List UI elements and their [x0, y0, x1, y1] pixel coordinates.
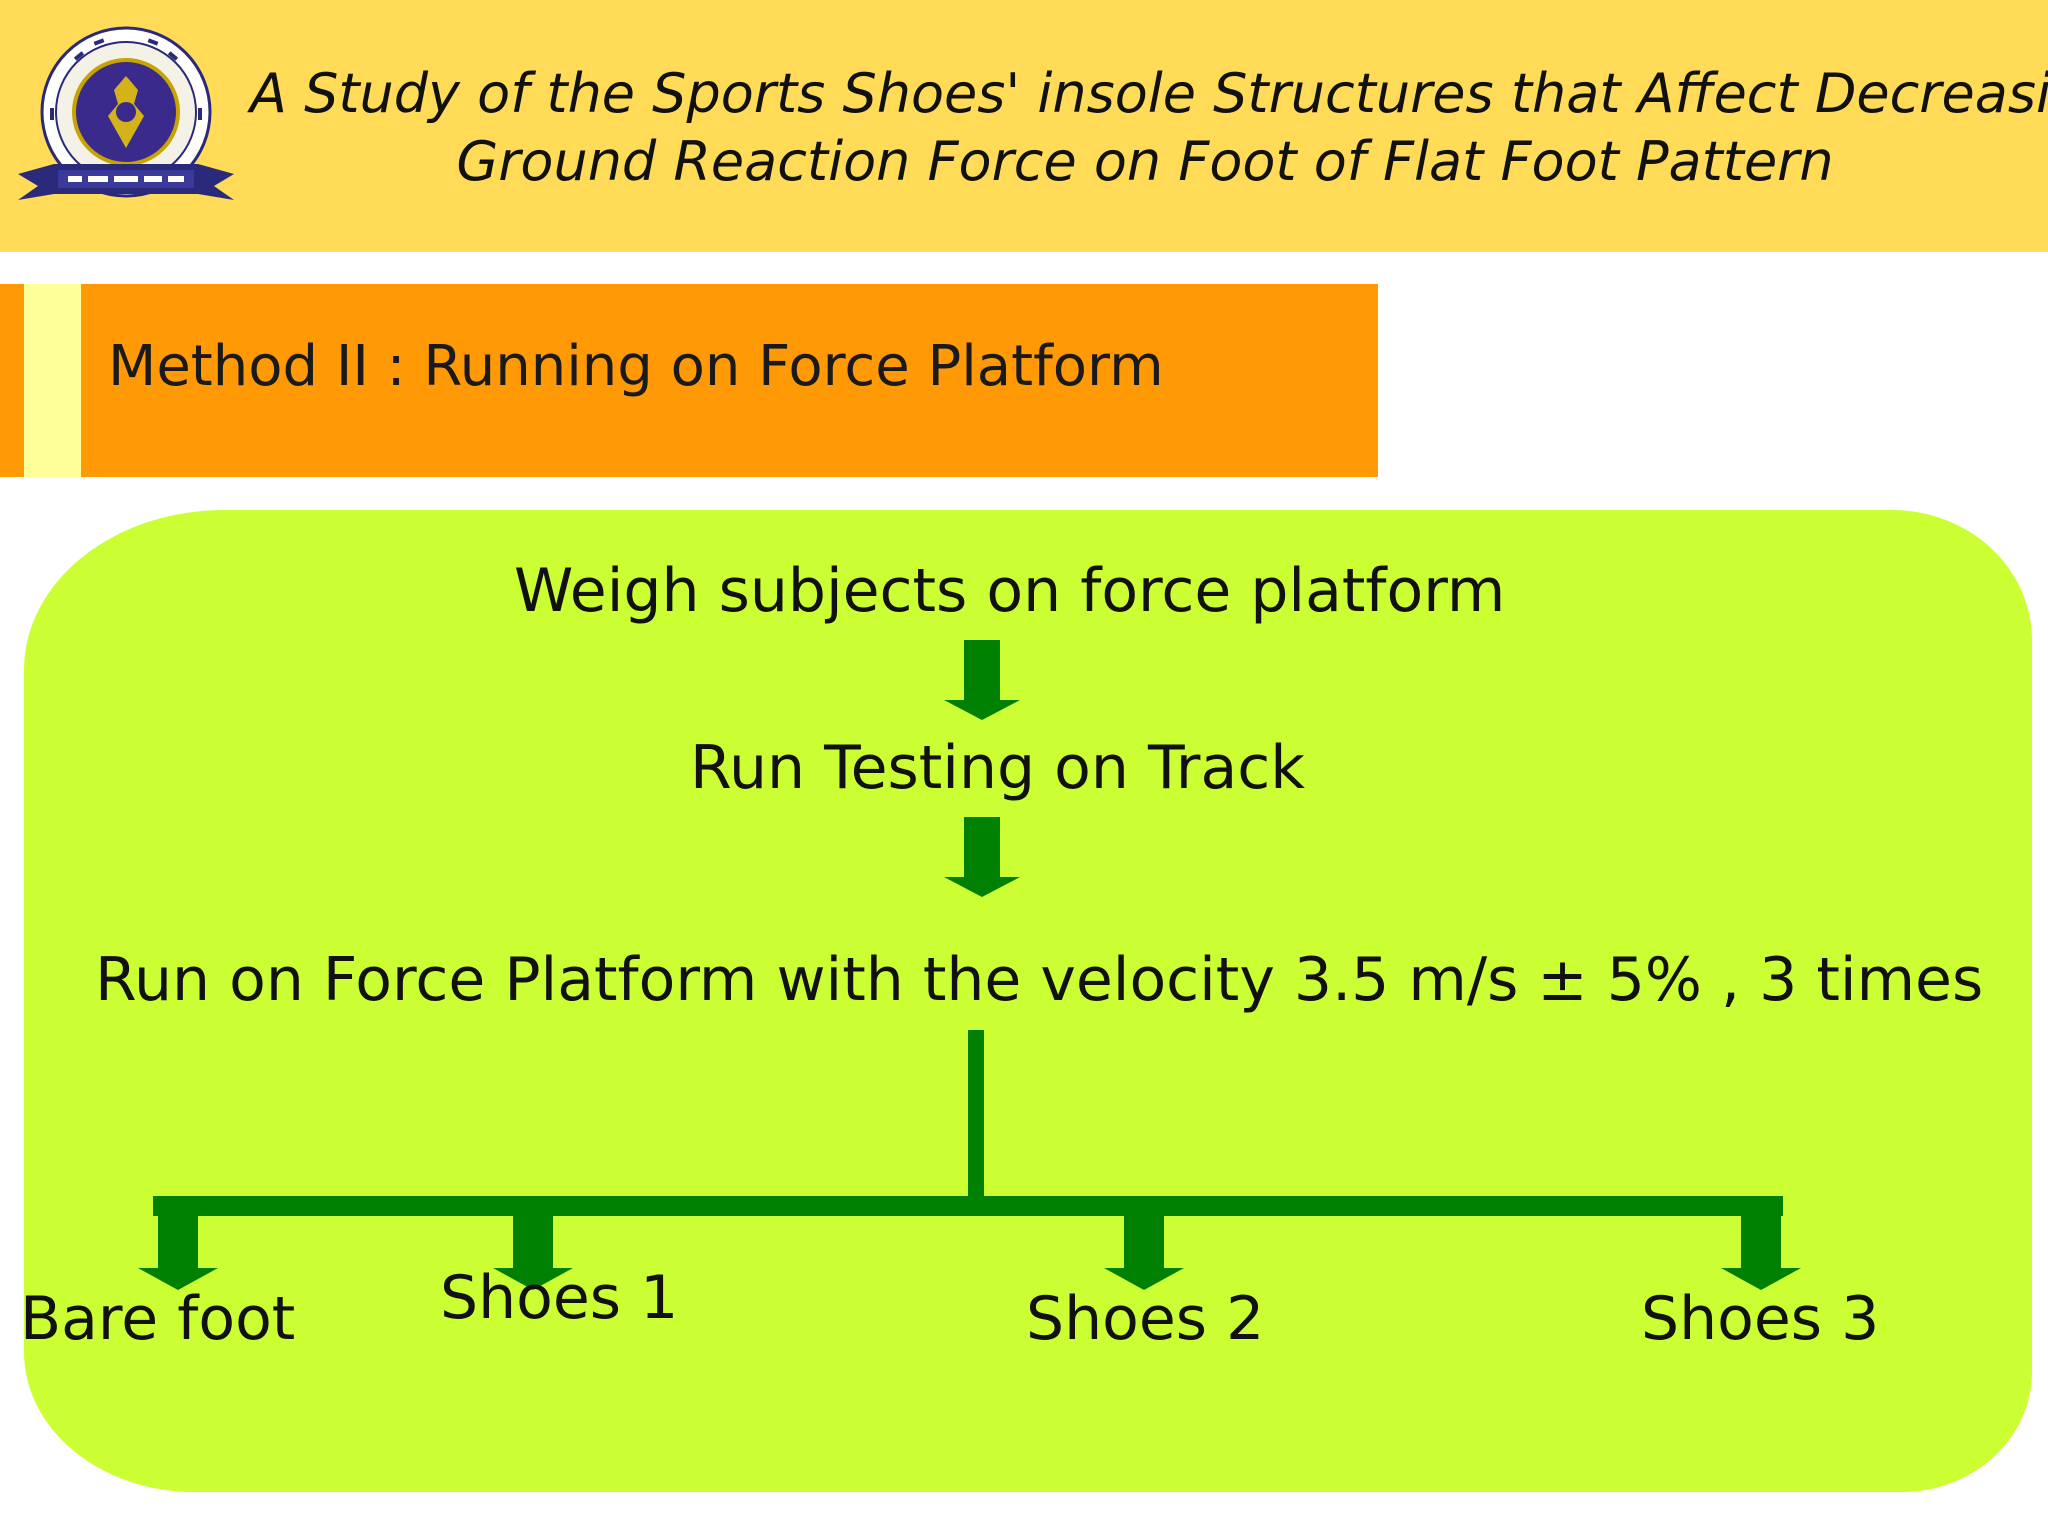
flow-step-weigh: Weigh subjects on force platform — [514, 556, 1506, 626]
section-title: Method II : Running on Force Platform — [108, 334, 1164, 399]
flow-step-run-testing: Run Testing on Track — [690, 733, 1305, 803]
flowchart-panel — [24, 510, 2032, 1492]
flow-step-run-platform: Run on Force Platform with the velocity … — [95, 945, 1984, 1015]
slide-title-line-1: A Study of the Sports Shoes' insole Stru… — [250, 62, 2048, 125]
branch-label-shoes-3: Shoes 3 — [1641, 1284, 1880, 1354]
header-band — [0, 0, 2048, 252]
university-seal-icon — [14, 24, 239, 224]
branch-label-bare-foot: Bare foot — [20, 1284, 296, 1354]
section-accent-strip — [24, 284, 81, 477]
branch-label-shoes-1: Shoes 1 — [440, 1263, 679, 1333]
section-header-bar — [0, 284, 1378, 477]
slide-title-line-2: Ground Reaction Force on Foot of Flat Fo… — [456, 130, 1834, 193]
branch-label-shoes-2: Shoes 2 — [1026, 1284, 1265, 1354]
